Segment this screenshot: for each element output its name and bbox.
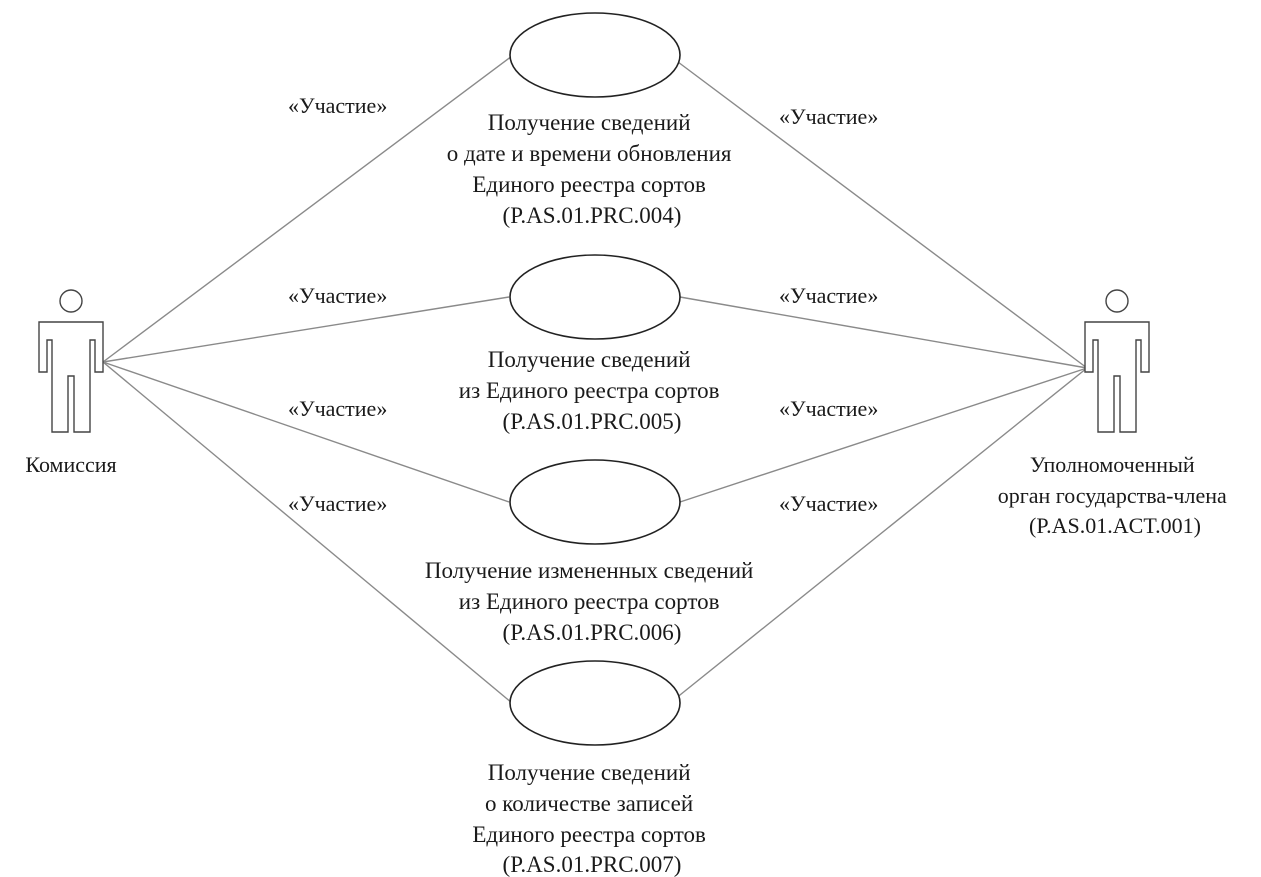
actor-body-icon bbox=[38, 321, 104, 433]
association-label: «Участие» bbox=[288, 93, 387, 118]
use-case-label-line: о дате и времени обновления bbox=[447, 141, 732, 166]
association-line-authority-uc1 bbox=[669, 55, 1088, 369]
actor-label-commission: Комиссия bbox=[25, 452, 116, 477]
association-label: «Участие» bbox=[288, 491, 387, 516]
association-line-authority-uc4 bbox=[669, 367, 1088, 704]
association-line-authority-uc3 bbox=[679, 367, 1088, 503]
use-case-label-line: Получение сведений bbox=[488, 347, 691, 372]
use-case-label-line: (P.AS.01.PRC.006) bbox=[503, 620, 682, 645]
use-case-label-uc4: Получение сведений о количестве записей … bbox=[472, 760, 711, 877]
association-line-commission-uc2 bbox=[102, 296, 510, 363]
use-cases bbox=[509, 12, 681, 746]
use-case-label-line: из Единого реестра сортов bbox=[459, 378, 720, 403]
use-case-ellipse-uc1[interactable] bbox=[509, 12, 681, 98]
use-case-label-uc3: Получение измененных сведений из Единого… bbox=[425, 558, 759, 645]
use-case-label-line: (P.AS.01.PRC.007) bbox=[503, 852, 682, 877]
association-line-commission-uc3 bbox=[102, 361, 510, 503]
use-case-label-line: о количестве записей bbox=[485, 791, 693, 816]
use-case-ellipse-uc3[interactable] bbox=[509, 459, 681, 545]
actor-head-icon bbox=[1105, 289, 1129, 313]
use-case-label-uc1: Получение сведений о дате и времени обно… bbox=[447, 110, 738, 228]
association-label: «Участие» bbox=[779, 396, 878, 421]
use-case-label-line: Единого реестра сортов bbox=[472, 822, 706, 847]
association-label: «Участие» bbox=[779, 491, 878, 516]
use-case-label-uc2: Получение сведений из Единого реестра со… bbox=[459, 347, 725, 434]
use-case-label-line: Получение сведений bbox=[488, 760, 691, 785]
use-case-label-line: Получение измененных сведений bbox=[425, 558, 753, 583]
actor-figure-commission[interactable] bbox=[38, 289, 104, 433]
use-case-label-line: Получение сведений bbox=[488, 110, 691, 135]
actor-label-line: Комиссия bbox=[25, 452, 116, 477]
association-labels: «Участие» «Участие» «Участие» «Участие» … bbox=[288, 93, 878, 516]
use-case-ellipse-uc2[interactable] bbox=[509, 254, 681, 340]
use-case-label-line: (P.AS.01.PRC.004) bbox=[503, 203, 682, 228]
actor-label-authority: Уполномоченный орган государства-члена (… bbox=[998, 452, 1233, 538]
actor-label-line: Уполномоченный bbox=[1030, 452, 1195, 477]
use-case-label-line: Единого реестра сортов bbox=[472, 172, 706, 197]
association-line-commission-uc4 bbox=[102, 361, 513, 704]
association-label: «Участие» bbox=[779, 283, 878, 308]
association-line-commission-uc1 bbox=[102, 55, 513, 363]
use-case-ellipse-uc4[interactable] bbox=[509, 660, 681, 746]
actor-figure-authority[interactable] bbox=[1084, 289, 1150, 433]
association-label: «Участие» bbox=[288, 396, 387, 421]
use-case-label-line: из Единого реестра сортов bbox=[459, 589, 720, 614]
actor-label-line: орган государства-члена bbox=[998, 483, 1227, 508]
use-case-texts: Получение сведений о дате и времени обно… bbox=[425, 110, 759, 877]
actor-label-line: (P.AS.01.ACT.001) bbox=[1029, 513, 1201, 538]
association-label: «Участие» bbox=[288, 283, 387, 308]
association-line-authority-uc2 bbox=[679, 296, 1088, 369]
association-label: «Участие» bbox=[779, 104, 878, 129]
associations bbox=[102, 55, 1088, 704]
actor-head-icon bbox=[59, 289, 83, 313]
use-case-label-line: (P.AS.01.PRC.005) bbox=[503, 409, 682, 434]
actor-body-icon bbox=[1084, 321, 1150, 433]
